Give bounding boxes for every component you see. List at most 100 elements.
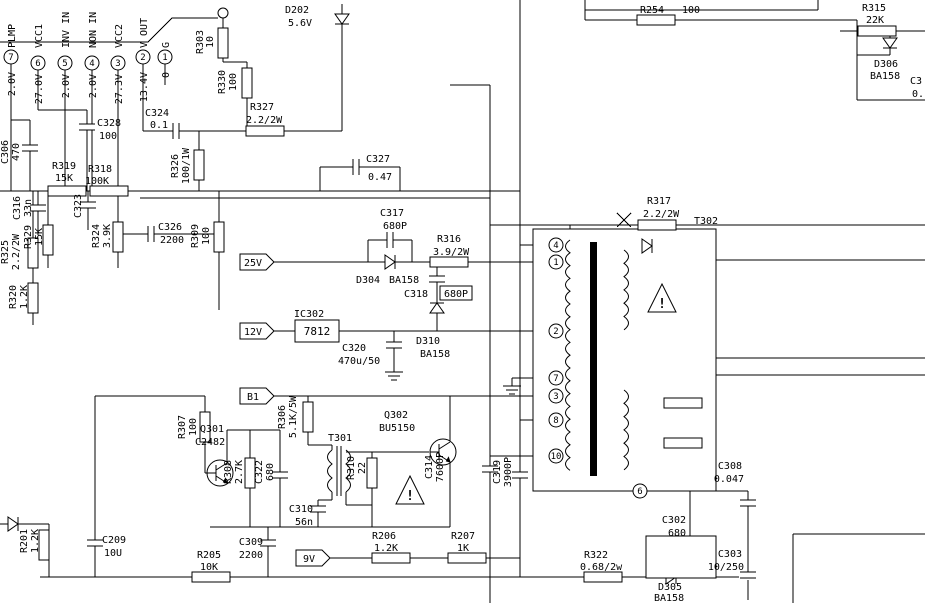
capacitor-C327 [352, 157, 360, 177]
wire-12v-line [274, 330, 549, 372]
labels: 7 6 5 4 3 2 1 PLMP VCC1 INV IN NON IN VC… [0, 3, 924, 603]
label-r201-val: 1.2K [30, 529, 41, 553]
resistor-R303 [217, 27, 229, 59]
label-r316-val: 3.9/2W [433, 247, 470, 258]
label-d305-val: BA158 [654, 593, 684, 603]
ic-pin-num: 1 [162, 53, 167, 63]
ic-pin-num: 2 [140, 53, 145, 63]
label-c308-val: 0.047 [714, 474, 744, 485]
label-c309-ref: C309 [239, 537, 263, 548]
ic-pin-num: 4 [89, 59, 94, 69]
label-r329-ref: R329 [23, 225, 34, 249]
label-c209-ref: C209 [102, 535, 126, 546]
ic-pin-num: 6 [35, 59, 40, 69]
ic-pin-name: VCC1 [34, 24, 45, 48]
ic-pin-volt: 0 [161, 72, 172, 78]
label-r206-val: 1.2K [374, 543, 398, 554]
resistor-R310 [366, 457, 378, 489]
capacitor-C326 [147, 224, 155, 244]
label-r309-val: 100 [201, 227, 212, 245]
label-r326-ref: R326 [170, 154, 181, 178]
label-c317-ref: C317 [380, 208, 404, 219]
resistor-R315 [857, 25, 897, 37]
label-r317-ref: R317 [647, 196, 671, 207]
label-r324-val: 3.9K [102, 224, 113, 248]
wire-c327-loop [319, 166, 401, 191]
label-c318-ref: C318 [404, 289, 428, 300]
warning-mark-2: ! [406, 489, 414, 504]
t302-pin-num: 10 [551, 452, 562, 462]
label-r310-val: 22 [357, 462, 368, 474]
label-c317-val: 680P [383, 221, 407, 232]
t302-pin-num: 2 [553, 327, 558, 337]
label-r306-ref: R306 [277, 405, 288, 429]
resistor-R327 [245, 125, 285, 137]
diode-bottom-left [7, 516, 19, 532]
resistor-R309 [213, 221, 225, 253]
ic-pin-name: PLMP [7, 24, 18, 48]
label-c306-val: 470 [11, 143, 22, 161]
resistor-R330 [241, 67, 253, 99]
ground-pin7 [502, 385, 522, 395]
label-c318-val: 680P [444, 289, 468, 300]
ic302-part: 7812 [304, 325, 331, 338]
ic-pin-name: VCC2 [114, 24, 125, 48]
tag-12v-label: 12V [244, 327, 262, 338]
capacitor-C328 [77, 123, 97, 131]
label-r308-ref: R308 [223, 460, 234, 484]
label-c322-val: 680 [265, 463, 276, 481]
label-c320-ref: C320 [342, 343, 366, 354]
label-r326-val: 100/1W [181, 147, 192, 184]
label-r325-ref: R325 [0, 240, 11, 264]
ic-pin-volt: 13.4V [139, 72, 150, 102]
ic-pin-num: 5 [62, 59, 67, 69]
t302-pin-num: 7 [553, 374, 558, 384]
label-r201-ref: R201 [19, 529, 30, 553]
label-d306-val: BA158 [870, 71, 900, 82]
wire-t301-area [307, 396, 429, 527]
t302-primary-coil [565, 239, 571, 471]
resistor-R207 [447, 552, 487, 564]
ic-pin-circle-3 [110, 55, 126, 71]
capacitor-C324 [172, 121, 180, 141]
tag-9v-label: 9V [303, 554, 315, 565]
label-r254-val: 100 [682, 5, 700, 16]
label-r205-ref: R205 [197, 550, 221, 561]
t302-pin-circle-3 [548, 388, 564, 404]
label-edge-val: 0. [912, 89, 924, 100]
label-r308-val: 2.7K [234, 460, 245, 484]
label-r303-ref: R303 [195, 30, 206, 54]
label-d305-ref: D305 [658, 582, 682, 593]
label-r307-val: 100 [188, 418, 199, 436]
label-r320-val: 1.2K [19, 285, 30, 309]
diode-D304 [384, 254, 396, 270]
top-node [217, 7, 229, 19]
ic-pin-name: INV IN [61, 12, 72, 48]
label-c322-ref: C322 [254, 460, 265, 484]
c318-value-box [439, 285, 473, 301]
capacitor-C320 [384, 341, 404, 349]
label-c328-val: 100 [99, 131, 117, 142]
label-c327-val: 0.47 [368, 172, 392, 183]
label-r254-ref: R254 [640, 5, 664, 16]
resistor-R324 [112, 221, 124, 253]
t302-pin-circle-1 [548, 254, 564, 270]
ic-pin-circle-5 [57, 55, 73, 71]
label-c319-val: 3900P [503, 457, 514, 487]
label-c326-val: 2200 [160, 235, 184, 246]
label-c316-val: 33n [23, 199, 34, 217]
t302-pin-circle-6 [632, 483, 648, 499]
q301-ref: Q301 [200, 424, 224, 435]
t302-pin-circle-2 [548, 323, 564, 339]
label-c326-ref: C326 [158, 222, 182, 233]
label-c319-ref: C319 [492, 460, 503, 484]
label-r330-val: 100 [228, 73, 239, 91]
wire-bottom-right-block [792, 533, 925, 603]
label-d310-val: BA158 [420, 349, 450, 360]
label-d304-val: BA158 [389, 275, 419, 286]
wire-left-verticals [32, 191, 220, 325]
label-r325-val: 2.2/2W [11, 233, 22, 270]
label-c209-val: 10U [104, 548, 122, 559]
